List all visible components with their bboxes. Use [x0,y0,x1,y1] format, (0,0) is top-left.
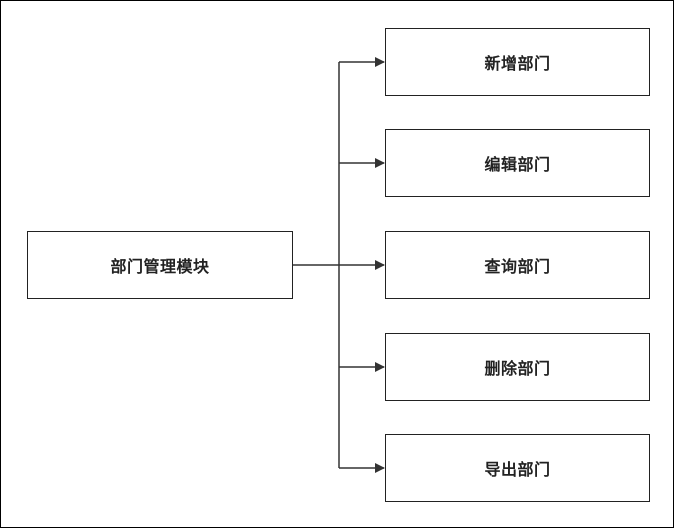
child-node-add: 新增部门 [385,28,650,96]
child-node-export-label: 导出部门 [484,460,551,479]
root-node: 部门管理模块 [27,231,293,299]
child-node-query: 查询部门 [385,231,650,299]
child-node-query-label: 查询部门 [484,257,551,276]
child-node-delete: 删除部门 [385,333,650,401]
child-node-edit: 编辑部门 [385,129,650,197]
child-node-edit-label: 编辑部门 [484,155,551,174]
root-node-label: 部门管理模块 [110,257,210,276]
child-node-add-label: 新增部门 [484,54,551,73]
child-node-export: 导出部门 [385,434,650,502]
child-node-delete-label: 删除部门 [484,359,551,378]
